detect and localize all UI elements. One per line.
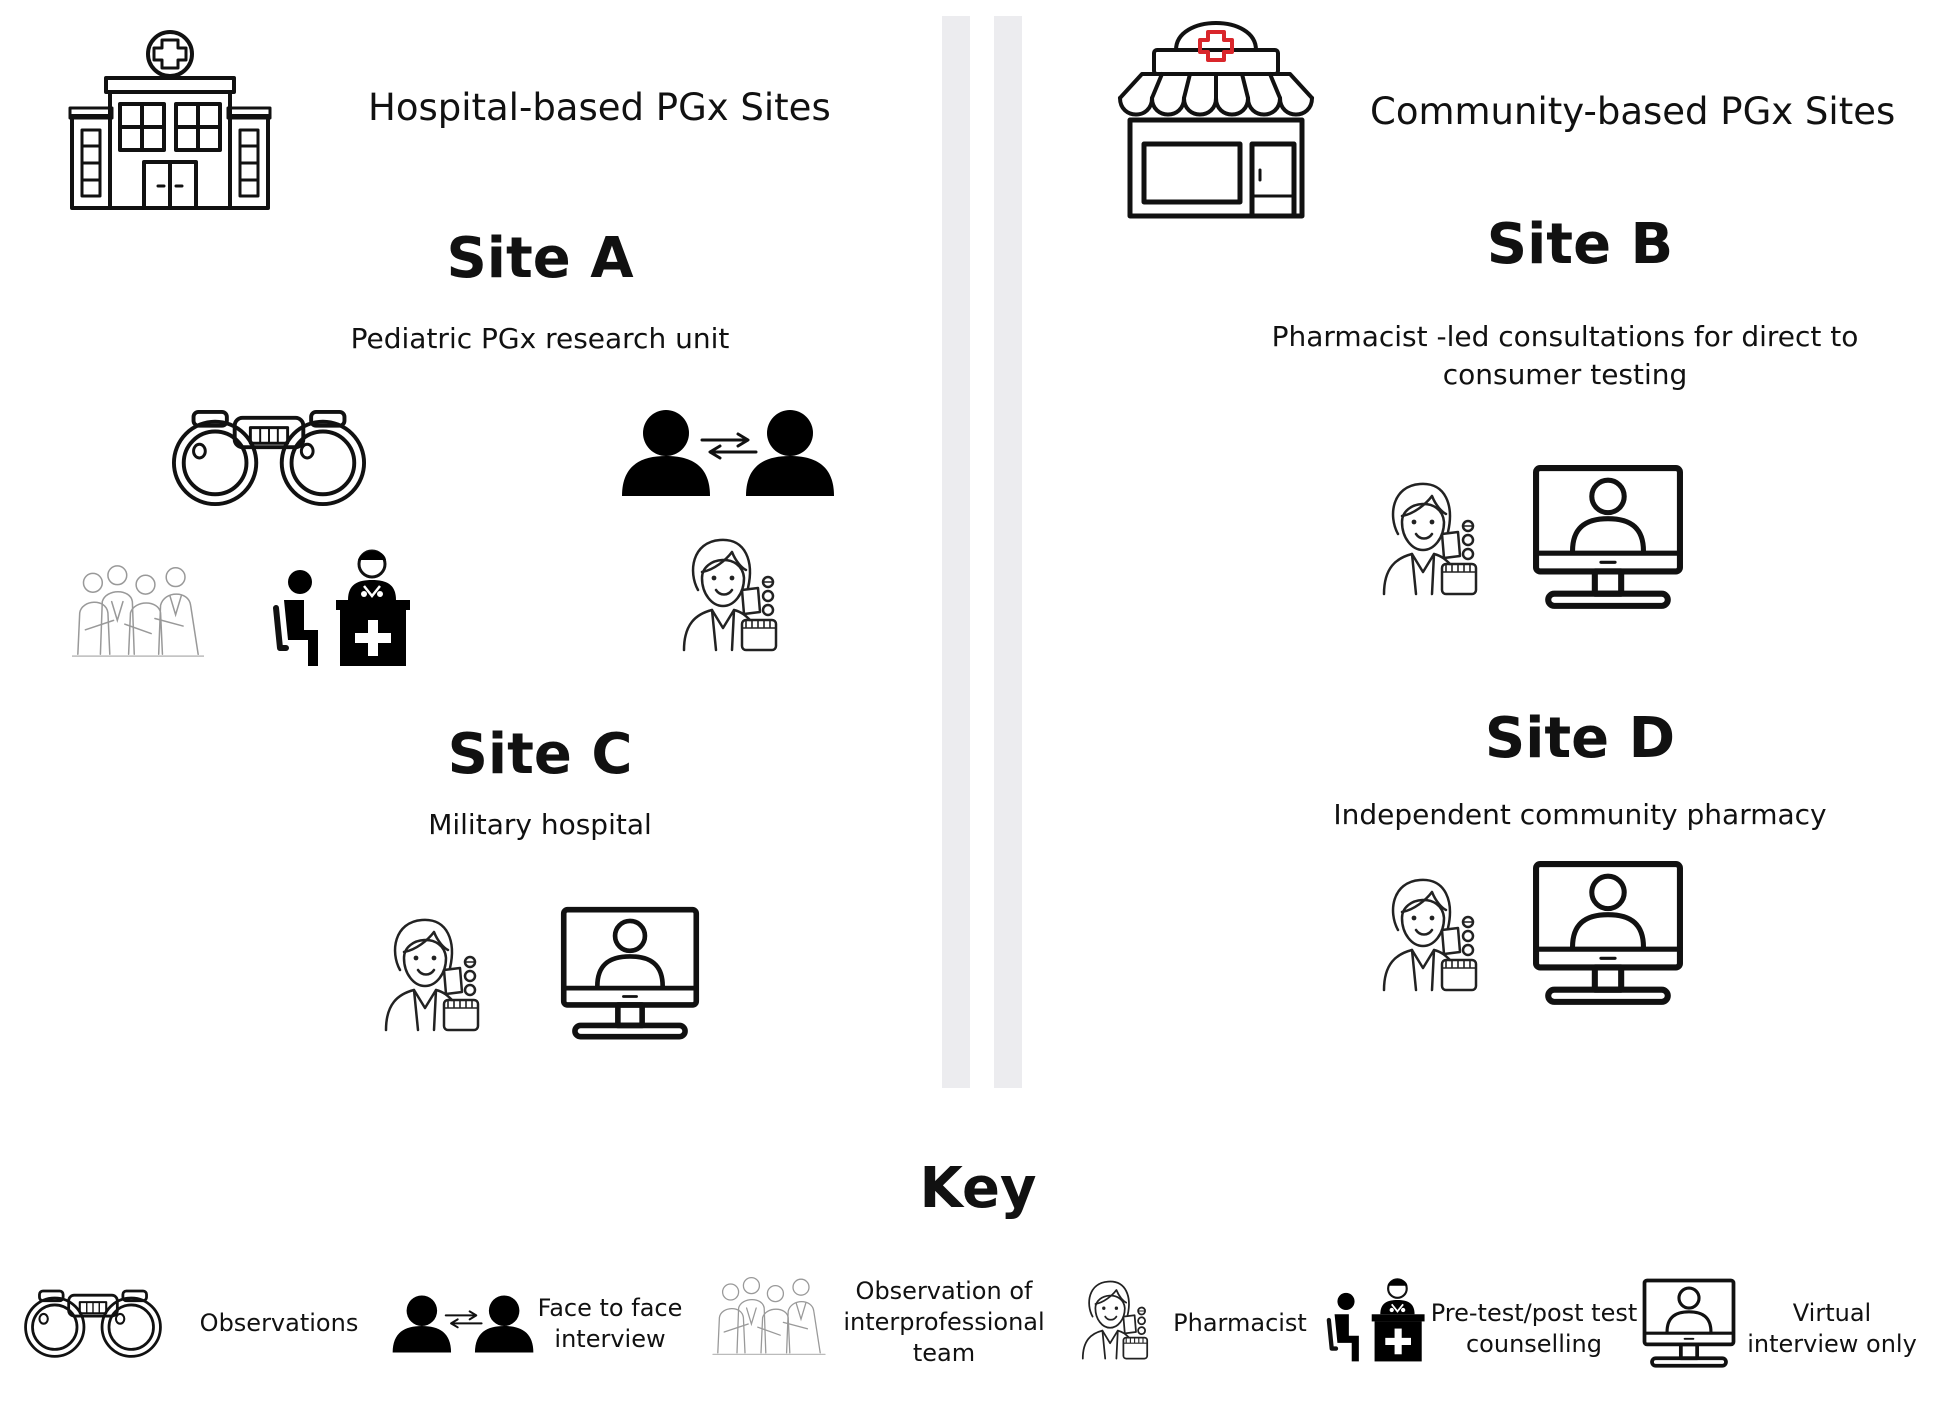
community-header: Community-based PGx Sites (1370, 90, 1896, 133)
site-b-desc: Pharmacist -led consultations for direct… (1271, 320, 1859, 391)
site-a-pharmacist-icon (682, 538, 778, 652)
site-c-title: Site C (447, 722, 633, 787)
key-label-counselling: Pre-test/post test counselling (1430, 1299, 1638, 1358)
site-a-title: Site A (446, 226, 634, 291)
site-a-counselling-icon (272, 548, 412, 668)
site-a-face-to-face-icon (620, 408, 836, 498)
site-b-pharmacist-icon (1382, 482, 1478, 596)
site-d-title: Site D (1484, 706, 1676, 771)
site-b-title: Site B (1486, 212, 1674, 277)
key-title: Key (919, 1156, 1037, 1221)
key-counselling-icon (1326, 1276, 1426, 1364)
pharmacy-store-icon (1118, 21, 1314, 219)
hospital-header: Hospital-based PGx Sites (368, 86, 831, 129)
site-c-pharmacist-icon (384, 918, 480, 1032)
site-d-pharmacist-icon (1382, 878, 1478, 992)
site-b-monitor-icon (1532, 464, 1684, 616)
key-label-team: Observation of interprofessional team (843, 1277, 1045, 1367)
site-a-desc: Pediatric PGx research unit (350, 322, 730, 355)
site-c-desc: Military hospital (428, 808, 652, 841)
divider-bar-right (994, 16, 1022, 1088)
divider-bar-left (942, 16, 970, 1088)
key-label-face-to-face: Face to face interview (537, 1294, 683, 1353)
key-label-observations: Observations (199, 1309, 359, 1337)
key-face-to-face-icon (391, 1294, 535, 1354)
key-label-pharmacist: Pharmacist (1173, 1309, 1307, 1337)
key-binoculars-icon (24, 1289, 162, 1358)
site-a-team-icon (72, 565, 204, 657)
hospital-icon (68, 30, 272, 210)
site-c-monitor-icon (560, 906, 700, 1046)
site-a-binoculars-icon (171, 409, 367, 506)
site-d-monitor-icon (1532, 860, 1684, 1012)
key-label-virtual: Virtual interview only (1747, 1299, 1917, 1358)
key-pharmacist-icon (1081, 1280, 1149, 1360)
site-d-desc: Independent community pharmacy (1333, 798, 1827, 831)
key-monitor-icon (1642, 1278, 1736, 1368)
key-team-icon (712, 1276, 826, 1356)
